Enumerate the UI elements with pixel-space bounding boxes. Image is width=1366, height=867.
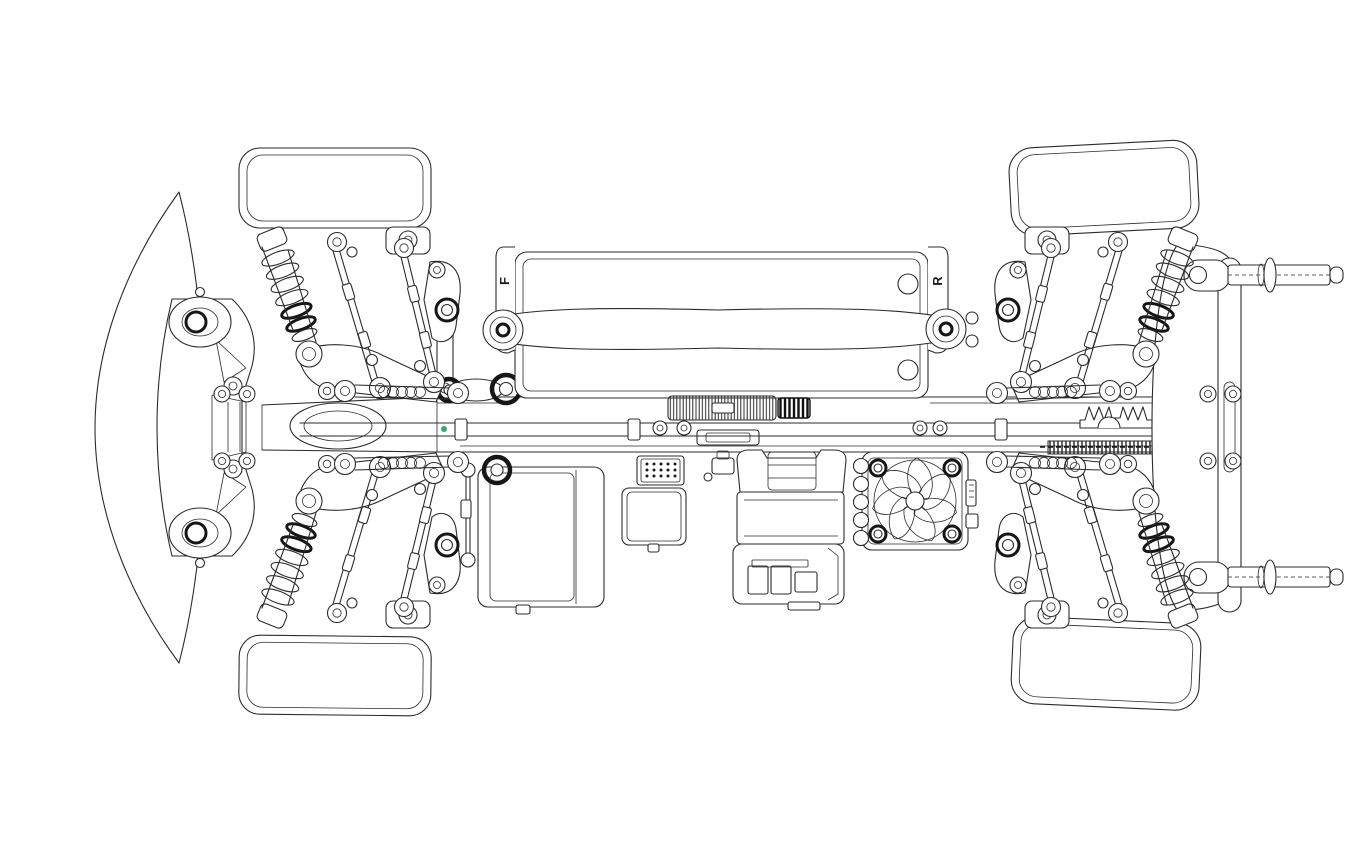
front-body-mount-brace <box>156 286 255 569</box>
rear-differential <box>1040 406 1172 455</box>
wheel-rear-left <box>1008 139 1200 237</box>
motor-pinion <box>777 397 811 419</box>
green-shim-marker <box>441 426 447 432</box>
main-drive-shaft <box>299 418 1186 441</box>
receiver-vent-dots <box>645 462 677 478</box>
front-right-suspension <box>212 450 470 632</box>
battery-strap <box>482 307 979 351</box>
cooling-fan <box>852 451 979 551</box>
rear-body-post-bottom <box>1183 559 1344 595</box>
receiver <box>636 455 685 486</box>
steering-servo <box>460 454 605 615</box>
rear-shock-tower <box>1217 257 1242 613</box>
electric-motor <box>732 449 847 611</box>
esc <box>621 450 735 553</box>
front-left-suspension <box>212 223 470 405</box>
spur-gear <box>667 395 777 421</box>
front-differential <box>289 402 387 450</box>
battery-bracket-rear-label: R <box>930 276 945 286</box>
wheel-rear-right <box>1010 616 1202 711</box>
wheel-front-left <box>238 147 432 229</box>
battery-bracket-front-label: F <box>497 277 512 285</box>
fan-mount-bosses <box>852 457 870 547</box>
wheel-front-right <box>238 634 432 717</box>
rear-body-post-top <box>1183 257 1344 293</box>
